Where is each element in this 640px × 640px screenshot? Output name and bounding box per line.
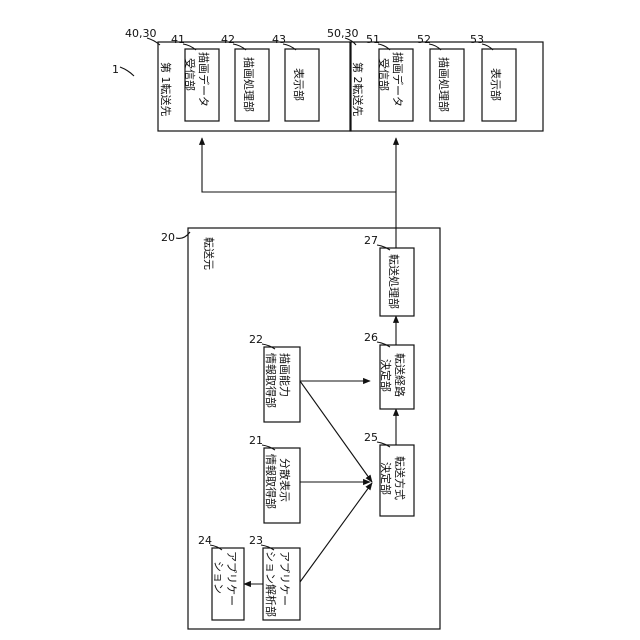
block-27-ref: 27 [364, 234, 378, 247]
block-41-ref: 41 [171, 33, 185, 46]
block-51-ref: 51 [366, 33, 380, 46]
block-22-ref: 22 [249, 333, 263, 346]
block-42: 描画処理部 42 [221, 33, 269, 121]
block-53-ref: 53 [470, 33, 484, 46]
route-to-dest1 [202, 138, 396, 248]
block-21-line-1: 分散表示 [278, 458, 292, 502]
block-51-line-2: 受信部 [377, 58, 391, 91]
block-27: 転送処理部 27 [364, 234, 414, 316]
block-53-line-1: 表示部 [489, 68, 503, 101]
block-21-ref: 21 [249, 434, 263, 447]
block-25: 転送方式 決定部 25 [364, 431, 414, 516]
block-21: 分散表示 情報取得部 21 [249, 434, 300, 523]
block-22-line-1: 描画能力 [278, 353, 292, 397]
dest1-ref: 40,30 [125, 27, 157, 40]
block-41-line-2: 受信部 [183, 58, 197, 91]
dest2-title: 第 2転送先 [351, 62, 365, 117]
system-ref-leader [120, 67, 134, 76]
block-24-line-1: アプリケー [225, 551, 238, 606]
block-23-ref: 23 [249, 534, 263, 547]
block-26-line-2: 決定部 [379, 359, 393, 392]
block-21-line-2: 情報取得部 [264, 454, 278, 509]
block-24-line-2: ション [212, 561, 225, 594]
block-42-ref: 42 [221, 33, 235, 46]
transfer-source-ref: 20 [161, 231, 175, 244]
block-43: 表示部 43 [272, 33, 319, 121]
block-23-line-2: ション解析部 [264, 551, 278, 617]
dest2-ref: 50,30 [327, 27, 359, 40]
block-27-line-1: 転送処理部 [387, 254, 401, 309]
block-25-line-1: 転送方式 [393, 456, 407, 500]
block-52-line-1: 描画処理部 [437, 57, 451, 112]
block-52: 描画処理部 52 [417, 33, 464, 121]
system-ref-label: 1 [112, 63, 119, 76]
block-23-line-1: アプリケー [278, 551, 291, 606]
block-22: 描画能力 情報取得部 22 [249, 333, 300, 422]
block-23: アプリケー ション解析部 23 [249, 534, 300, 620]
block-51: 描画データ 受信部 51 [366, 33, 413, 121]
block-26-ref: 26 [364, 331, 378, 344]
block-24: アプリケー ション 24 [198, 534, 244, 620]
block-41: 描画データ 受信部 41 [171, 33, 219, 121]
block-26: 転送経路 決定部 26 [364, 331, 414, 409]
block-51-line-1: 描画データ [391, 52, 405, 107]
block-53: 表示部 53 [470, 33, 516, 121]
block-24-ref: 24 [198, 534, 212, 547]
block-26-line-1: 転送経路 [393, 353, 407, 397]
block-22-line-2: 情報取得部 [264, 353, 278, 408]
block-41-line-1: 描画データ [197, 52, 211, 107]
arrow-22-to-25 [300, 381, 372, 482]
block-25-ref: 25 [364, 431, 378, 444]
block-42-line-1: 描画処理部 [242, 57, 256, 112]
transfer-source-title: 転送元 [202, 237, 216, 270]
arrow-23-to-25 [300, 483, 372, 582]
block-25-line-2: 決定部 [379, 462, 393, 495]
block-43-line-1: 表示部 [292, 68, 306, 101]
dest1-title: 第 1転送先 [159, 62, 173, 117]
block-52-ref: 52 [417, 33, 431, 46]
